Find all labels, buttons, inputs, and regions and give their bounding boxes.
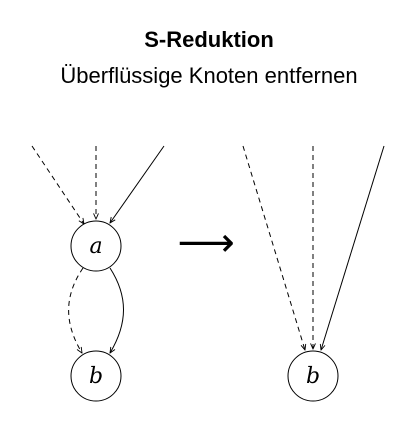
after-graph: b xyxy=(242,145,385,402)
after-edge-in1-b xyxy=(242,145,305,350)
diagram-subtitle: Überflüssige Knoten entfernen xyxy=(60,63,358,88)
before-graph: a b xyxy=(31,145,165,402)
node-b-after-label: b xyxy=(306,364,320,389)
before-edge-a-b-dashed xyxy=(68,267,84,353)
node-a-label: a xyxy=(89,234,102,259)
before-edge-in3-a xyxy=(110,145,165,223)
diagram-title: S-Reduktion xyxy=(144,27,274,52)
node-b-after: b xyxy=(287,350,339,402)
before-edge-a-b-solid xyxy=(110,267,124,353)
before-edge-in1-a xyxy=(31,145,84,224)
node-b-before-label: b xyxy=(89,364,103,389)
transform-arrow: ⟶ xyxy=(177,220,234,266)
node-a: a xyxy=(70,220,122,272)
node-b-before: b xyxy=(70,350,122,402)
after-edge-in3-b xyxy=(321,145,385,350)
